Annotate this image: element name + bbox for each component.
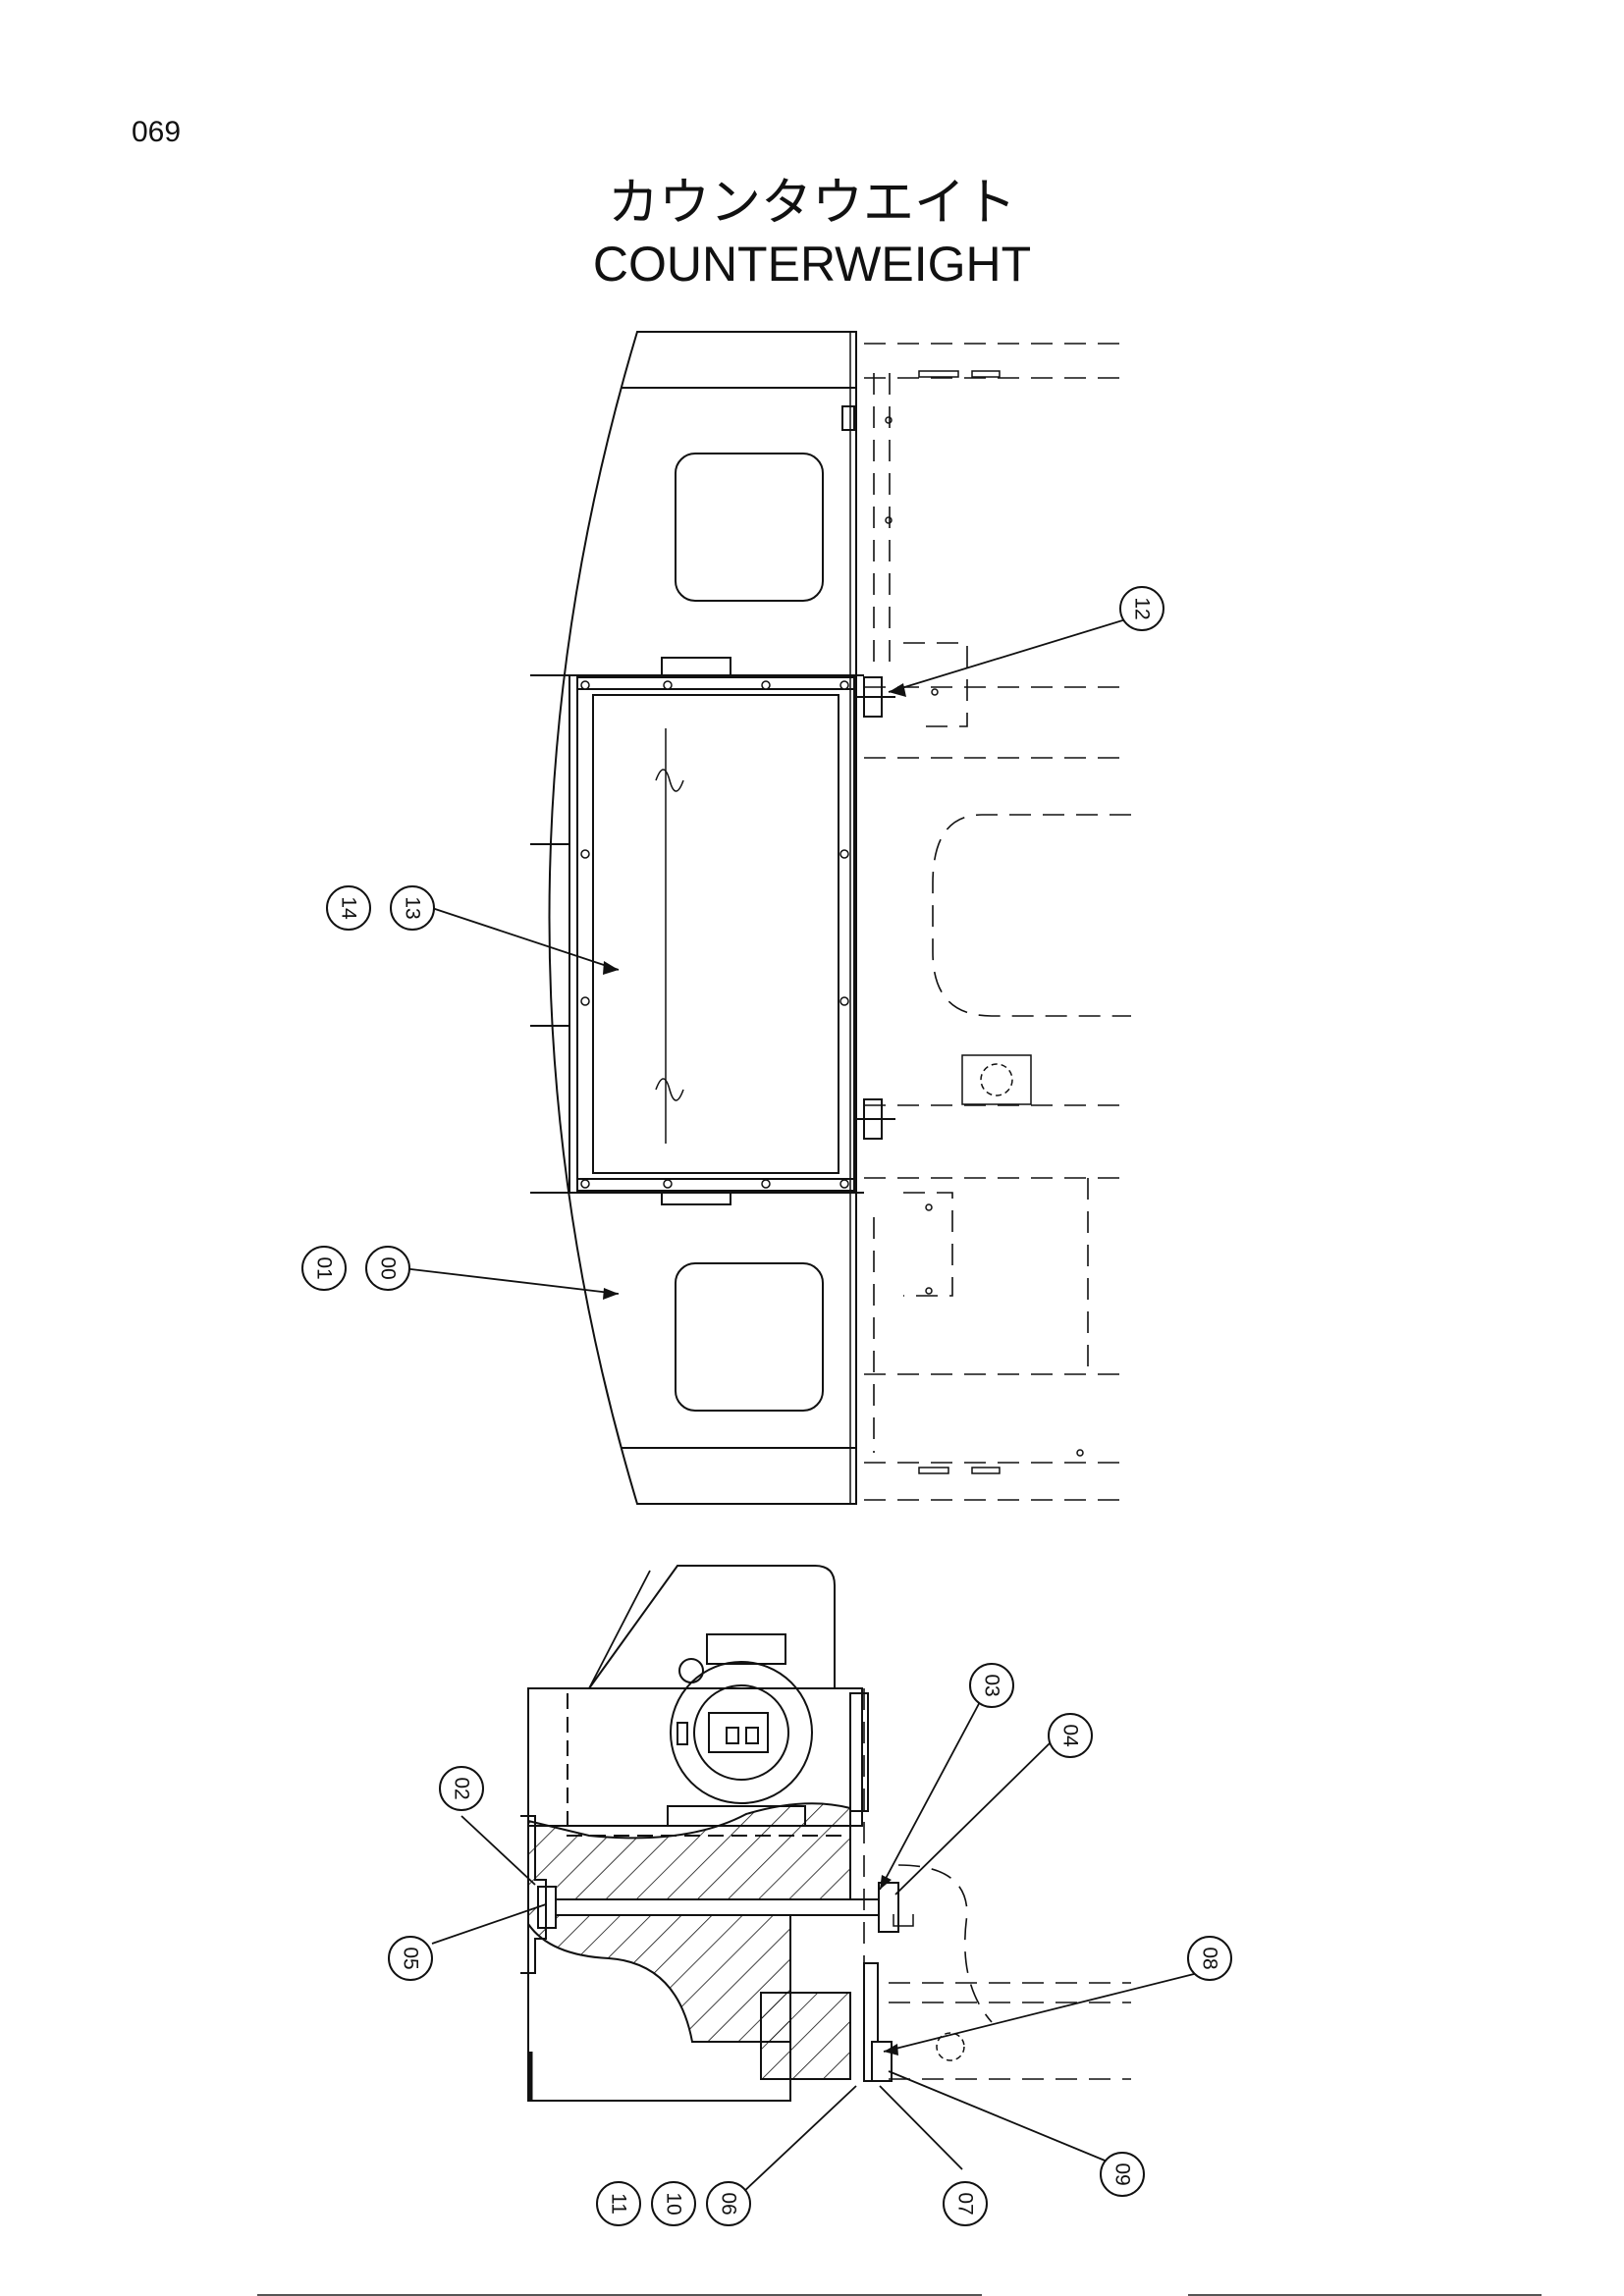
callout-label-12: 12 — [1131, 597, 1154, 619]
callout-label-03: 03 — [981, 1674, 1003, 1696]
callout-label-05: 05 — [400, 1947, 422, 1969]
callout-balloons — [301, 586, 1232, 2226]
balloon-07 — [943, 2181, 988, 2226]
balloon-03 — [969, 1663, 1014, 1708]
balloon-01 — [301, 1246, 347, 1291]
lower-window — [675, 1262, 824, 1412]
balloon-12 — [1119, 586, 1164, 631]
balloon-08 — [1187, 1936, 1232, 1981]
callout-label-09: 09 — [1111, 2163, 1134, 2185]
callout-label-02: 02 — [451, 1777, 473, 1799]
callout-label-07: 07 — [954, 2192, 977, 2215]
page-number: 069 — [132, 116, 182, 148]
machine-frame-dashed — [864, 343, 1131, 1501]
balloon-06 — [706, 2181, 751, 2226]
callout-label-10: 10 — [663, 2192, 685, 2215]
balloon-10 — [651, 2181, 696, 2226]
top-view — [530, 331, 895, 1505]
callout-label-00: 00 — [377, 1256, 400, 1279]
balloon-09 — [1100, 2152, 1145, 2197]
title-english: COUNTERWEIGHT — [592, 237, 1032, 292]
callout-label-01: 01 — [313, 1256, 336, 1279]
drum — [670, 1661, 813, 1804]
radiator-frame — [576, 676, 855, 1192]
callout-label-11: 11 — [608, 2193, 630, 2215]
balloon-13 — [390, 885, 435, 931]
upper-window — [675, 453, 824, 602]
side-view-dashed — [863, 1688, 1131, 2080]
balloon-02 — [439, 1766, 484, 1811]
callout-labels: 12 14 13 01 00 03 04 02 05 08 09 11 10 0… — [313, 597, 1221, 2215]
side-view — [520, 1565, 899, 2102]
counterweight-outline — [548, 331, 857, 1505]
callout-label-14: 14 — [338, 896, 360, 920]
long-bolt — [549, 1898, 890, 1916]
callout-label-13: 13 — [402, 896, 424, 919]
balloon-04 — [1048, 1713, 1093, 1758]
callout-label-06: 06 — [718, 2192, 740, 2215]
balloon-14 — [326, 885, 371, 931]
callout-label-04: 04 — [1059, 1724, 1082, 1747]
balloon-11 — [596, 2181, 641, 2226]
title-block: カウンタウエイト COUNTERWEIGHT — [0, 173, 1624, 294]
balloon-05 — [388, 1936, 433, 1981]
title-japanese: カウンタウエイト — [607, 174, 1016, 233]
callout-label-08: 08 — [1199, 1947, 1221, 1969]
leader-lines — [402, 617, 1199, 2195]
balloon-00 — [365, 1246, 410, 1291]
